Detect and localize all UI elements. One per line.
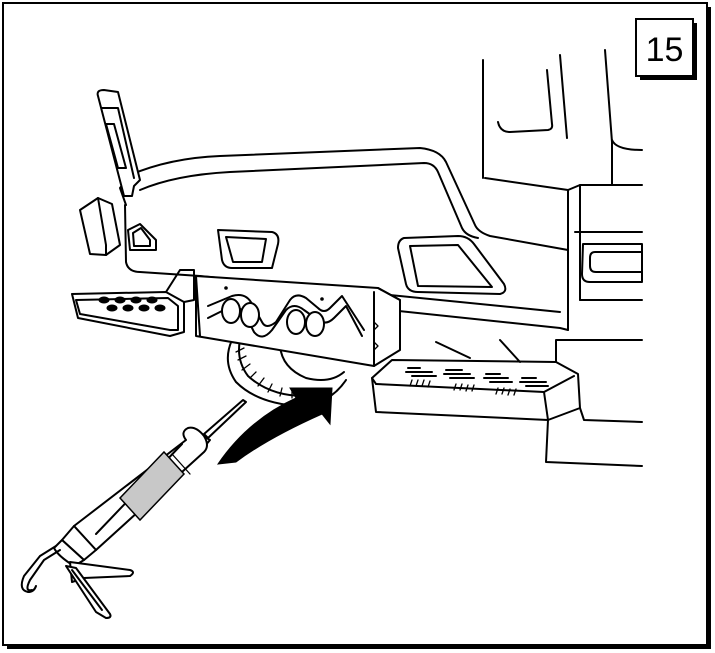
vehicle-rear xyxy=(71,49,643,467)
step-pad xyxy=(371,359,581,421)
step-number-badge: 15 xyxy=(635,18,697,80)
hitch-plate xyxy=(195,275,401,367)
caulking-gun-icon xyxy=(20,399,247,619)
step-number: 15 xyxy=(646,31,684,69)
curved-arrow-icon xyxy=(216,387,333,465)
